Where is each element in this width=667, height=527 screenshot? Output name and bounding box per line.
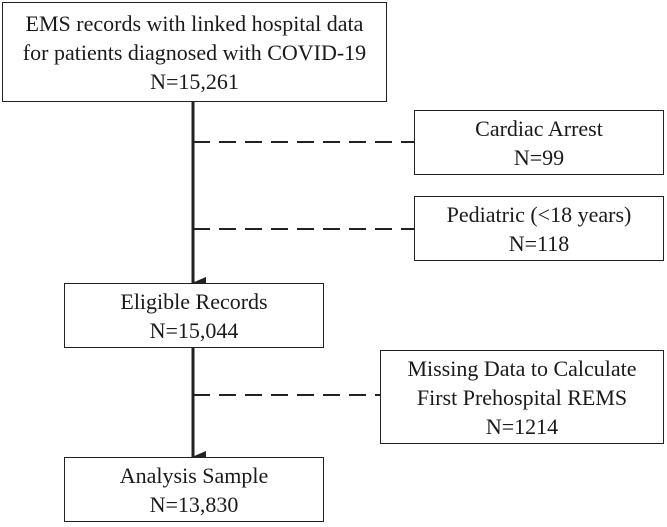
node-eligible-records: Eligible Records N=15,044 [64,283,324,348]
node-eligible-count: N=15,044 [149,317,239,343]
node-cardiac-arrest-label: Cardiac Arrest [475,115,603,141]
node-pediatric: Pediatric (<18 years) N=118 [414,196,664,261]
node-source-records: EMS records with linked hospital data fo… [2,2,387,102]
node-pediatric-count: N=118 [508,230,570,256]
node-missing-data: Missing Data to Calculate First Prehospi… [380,350,664,444]
node-source-line-1: EMS records with linked hospital data [25,10,364,36]
node-source-count: N=15,261 [150,68,239,94]
node-analysis-count: N=13,830 [149,491,239,517]
node-eligible-label: Eligible Records [120,288,268,314]
node-missing-line-1: Missing Data to Calculate [407,355,637,381]
node-pediatric-label: Pediatric (<18 years) [446,201,632,227]
node-cardiac-arrest-count: N=99 [513,144,565,170]
node-missing-count: N=1214 [485,413,559,439]
node-cardiac-arrest: Cardiac Arrest N=99 [414,110,664,175]
node-analysis-label: Analysis Sample [119,462,269,488]
node-analysis-sample: Analysis Sample N=13,830 [64,457,324,522]
node-missing-line-2: First Prehospital REMS [416,384,628,410]
node-source-line-2: for patients diagnosed with COVID-19 [22,39,367,65]
